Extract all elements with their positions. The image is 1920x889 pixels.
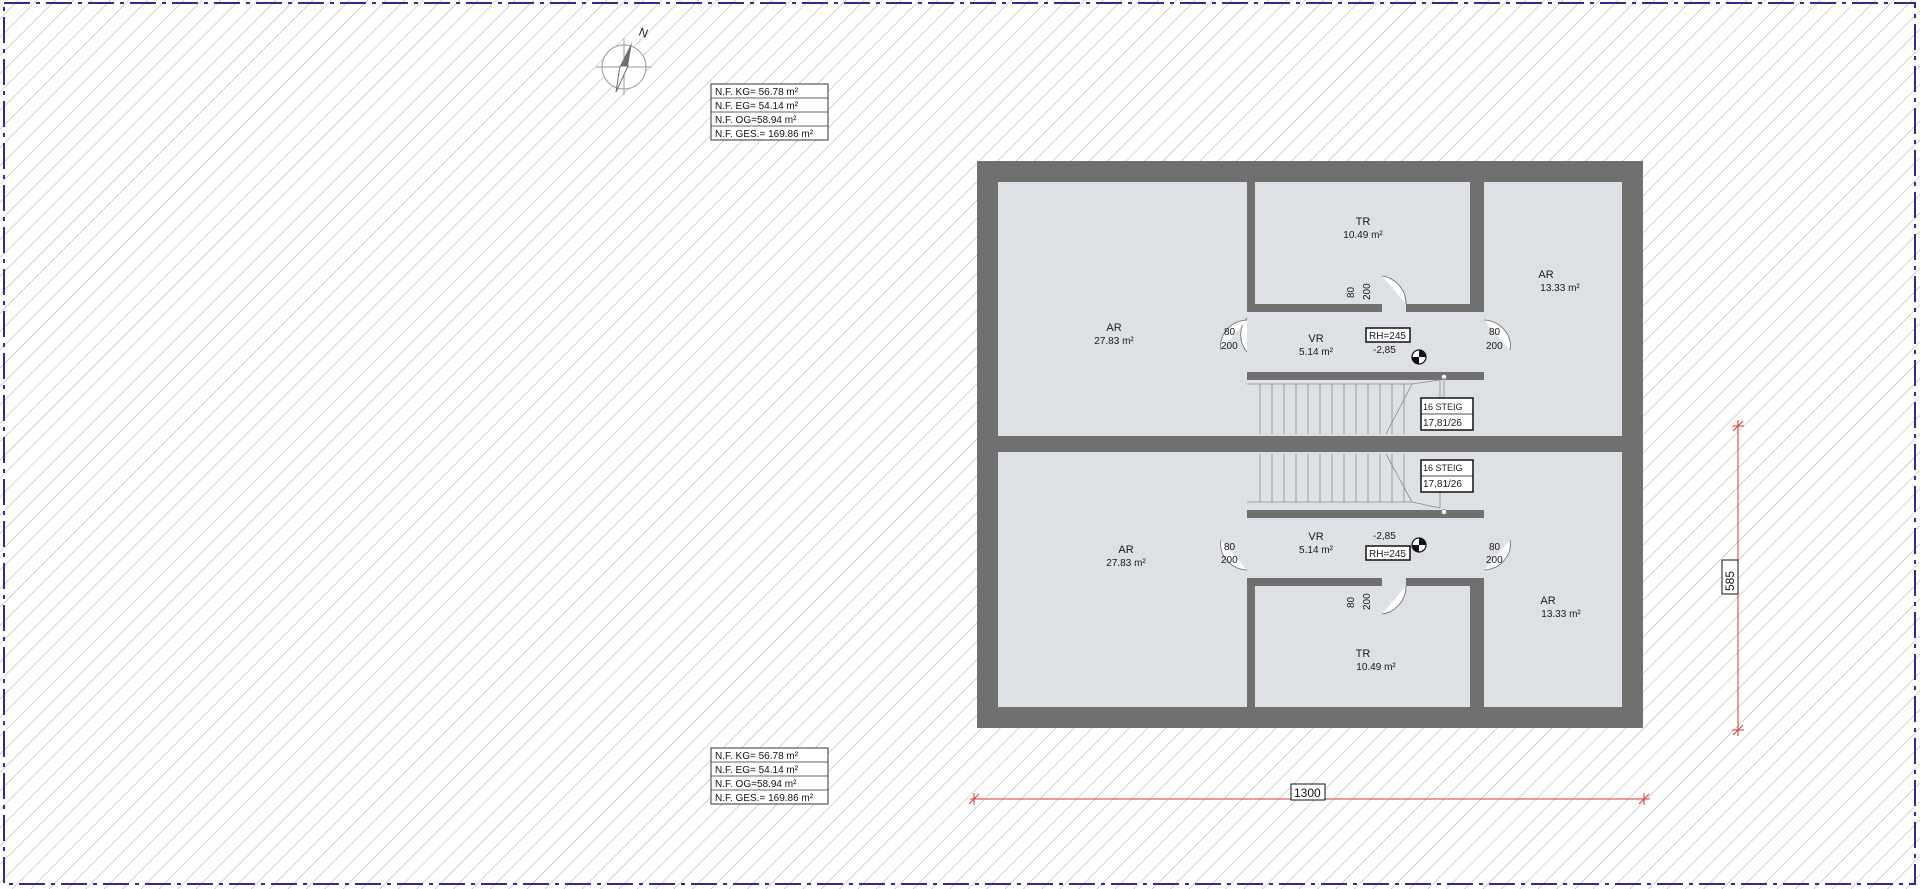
room-name: TR	[1356, 216, 1371, 228]
door-height: 200	[1221, 341, 1238, 352]
door-swings-lower	[1220, 539, 1511, 615]
building	[977, 161, 1643, 728]
room-ar-upper-right	[1484, 182, 1622, 436]
room-ar-lower-left	[998, 452, 1247, 707]
room-name: VR	[1308, 333, 1323, 345]
area-row: N.F. GES.= 169.86 m²	[715, 129, 814, 140]
door-width: 80	[1224, 542, 1236, 553]
door-height: 200	[1362, 593, 1373, 610]
dimension-width-label: 1300	[1294, 786, 1321, 800]
area-table-bottom: N.F. KG= 56.78 m² N.F. EG= 54.14 m² N.F.…	[710, 747, 829, 805]
plot-boundary	[3, 2, 1916, 885]
room-ar-lower-right	[1484, 452, 1622, 707]
room-name: AR	[1106, 322, 1121, 334]
stair-steps: 16 STEIG	[1423, 402, 1463, 412]
room-area: 10.49 m²	[1356, 662, 1396, 673]
area-row: N.F. EG= 54.14 m²	[715, 765, 799, 776]
door-width: 80	[1346, 596, 1357, 608]
room-name: AR	[1538, 269, 1553, 281]
north-arrow-icon: N	[596, 25, 652, 95]
door-width: 80	[1346, 286, 1357, 298]
room-name: AR	[1540, 595, 1555, 607]
door-width: 80	[1224, 327, 1236, 338]
door-height: 200	[1221, 555, 1238, 566]
door-width: 80	[1489, 327, 1501, 338]
room-area: 27.83 m²	[1094, 336, 1134, 347]
stair-dims: 17,81/26	[1423, 418, 1462, 429]
level-marker-icon	[1411, 537, 1427, 553]
stair-steps: 16 STEIG	[1423, 463, 1463, 473]
level-marker-icon	[1411, 349, 1427, 365]
room-height: RH=245	[1369, 549, 1406, 560]
door-width: 80	[1489, 542, 1501, 553]
room-area: 27.83 m²	[1106, 558, 1146, 569]
room-area: 5.14 m²	[1299, 347, 1334, 358]
area-row: N.F. GES.= 169.86 m²	[715, 793, 814, 804]
area-row: N.F. KG= 56.78 m²	[715, 87, 799, 98]
area-row: N.F. KG= 56.78 m²	[715, 751, 799, 762]
level-value: -2,85	[1373, 345, 1396, 356]
room-ar-upper-left	[998, 182, 1247, 436]
room-height: RH=245	[1369, 331, 1406, 342]
room-area: 10.49 m²	[1343, 230, 1383, 241]
room-area: 5.14 m²	[1299, 545, 1334, 556]
dimension-height-label: 585	[1723, 571, 1737, 591]
room-area: 13.33 m²	[1541, 609, 1581, 620]
room-tr-upper	[1255, 182, 1470, 304]
door-height: 200	[1362, 283, 1373, 300]
room-area: 13.33 m²	[1540, 283, 1580, 294]
room-name: AR	[1118, 544, 1133, 556]
stair-dims: 17,81/26	[1423, 479, 1462, 490]
door-swings-upper	[1220, 275, 1511, 353]
area-row: N.F. OG=58.94 m²	[715, 779, 797, 790]
room-name: TR	[1356, 648, 1371, 660]
room-tr-lower	[1255, 586, 1470, 707]
stair-lower	[1247, 453, 1447, 515]
area-row: N.F. OG=58.94 m²	[715, 115, 797, 126]
door-height: 200	[1486, 555, 1503, 566]
room-name: VR	[1308, 531, 1323, 543]
area-table-top: N.F. KG= 56.78 m² N.F. EG= 54.14 m² N.F.…	[710, 83, 829, 141]
level-value: -2,85	[1373, 531, 1396, 542]
door-height: 200	[1486, 341, 1503, 352]
area-row: N.F. EG= 54.14 m²	[715, 101, 799, 112]
